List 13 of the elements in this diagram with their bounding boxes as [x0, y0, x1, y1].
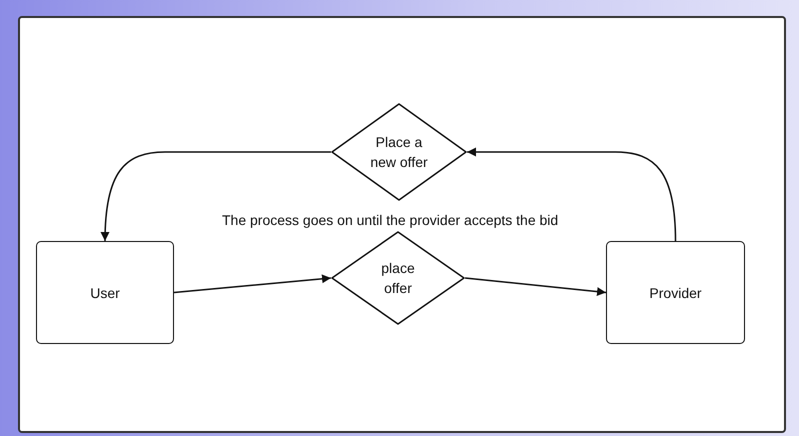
decision-diamond — [331, 231, 465, 325]
decision-diamond — [331, 103, 467, 201]
node-label: User — [89, 284, 121, 302]
process-box — [36, 241, 174, 344]
arrow — [174, 274, 332, 294]
note-text: The process goes on until the provider accepts the bid — [222, 212, 558, 228]
node-label: Place a new offer — [369, 133, 429, 172]
arrow — [467, 148, 676, 242]
node-label: Provider — [648, 284, 703, 302]
arrow — [464, 277, 606, 296]
node-label: place offer — [380, 259, 416, 298]
process-box — [606, 241, 745, 344]
arrow — [100, 151, 331, 242]
